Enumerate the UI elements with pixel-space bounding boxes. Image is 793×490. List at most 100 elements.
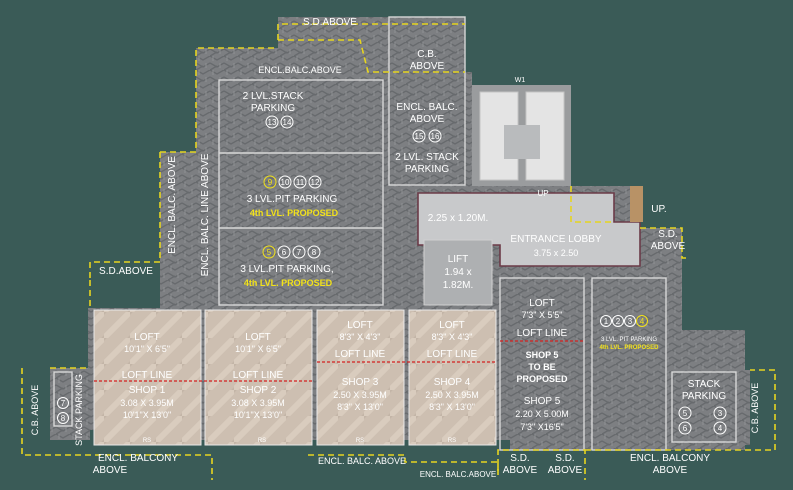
rs-4: RS <box>448 438 456 444</box>
shop1-loft: LOFT <box>134 332 160 343</box>
stack-slot-13: 13 <box>268 118 277 127</box>
right-stack-slot-5: 5 <box>683 409 688 418</box>
shop5-loft-line: LOFT LINE <box>517 328 568 339</box>
pit2-proposed: 4th LVL. PROPOSED <box>244 278 333 288</box>
shop2-name: SHOP 2 <box>240 385 277 396</box>
shop1-name: SHOP 1 <box>129 385 166 396</box>
pit1-slot-9: 9 <box>268 178 273 187</box>
cb-above-right: C.B. ABOVE <box>750 383 760 434</box>
sd-above-top: S.D.ABOVE <box>303 17 357 28</box>
shop1-loft-line: LOFT LINE <box>122 370 173 381</box>
entrance-lobby: 2.25 x 1.20M. ENTRANCE LOBBY 3.75 x 2.50… <box>417 186 667 267</box>
sd-above-left: S.D.ABOVE <box>99 266 153 277</box>
pit1-slot-12: 12 <box>311 178 320 187</box>
lift-dim1: 1.94 x <box>444 267 471 278</box>
cb-above-top-1: C.B. <box>417 49 436 60</box>
sd-bottom-1a: S.D. <box>510 453 529 464</box>
pit3-slot-3: 3 <box>628 317 633 326</box>
shop2-loft-line: LOFT LINE <box>233 370 284 381</box>
shop1-dim-m: 3.08 X 3.95M <box>120 398 174 408</box>
shop4-loft-dim: 8'3" X 4'3" <box>432 332 473 342</box>
encl-balc-above-vertical: ENCL. BALC. ABOVE <box>167 156 178 254</box>
up-large: UP. <box>651 204 666 215</box>
lift-dim2: 1.82M. <box>443 280 474 291</box>
left-stack-slot-7: 7 <box>61 399 66 408</box>
pit3-proposed: 4th LVL. PROPOSED <box>600 345 660 351</box>
right-stack-slot-6: 6 <box>683 424 688 433</box>
stack-slot-14: 14 <box>283 118 292 127</box>
shop2-loft-dim: 10'1" X 6'5" <box>235 344 281 354</box>
left-stack-slot-8: 8 <box>61 414 66 423</box>
stack-right-1: 2 LVL. STACK <box>395 152 459 163</box>
rs-3: RS <box>356 438 364 444</box>
pit3-title: 3 LVL. PIT PARKING <box>601 337 657 343</box>
shop5-dim-ft: 7'3" X16'5" <box>520 422 563 432</box>
shop4-name: SHOP 4 <box>434 377 471 388</box>
stack-slot-16: 16 <box>431 132 440 141</box>
right-stack-slot-3: 3 <box>718 409 723 418</box>
right-stack-1: STACK <box>688 379 721 390</box>
upper-parking: ENCL.BALC.ABOVE 2 LVL.STACK PARKING 13 1… <box>240 49 459 288</box>
lift: LIFT 1.94 x 1.82M. <box>423 239 493 306</box>
shop5-proposed-2: TO BE <box>528 362 555 372</box>
right-stack-slot-4: 4 <box>718 424 723 433</box>
pit2-slot-8: 8 <box>312 248 317 257</box>
up-small: UP <box>537 189 548 198</box>
sd-bottom-2b: ABOVE <box>548 465 583 476</box>
rs-1: RS <box>143 438 151 444</box>
stack2-title: 2 LVL.STACK <box>243 91 304 102</box>
pit3-slot-icons <box>600 315 648 327</box>
shop5-loft: LOFT <box>529 298 555 309</box>
encl-balcony-bottom-right-2: ABOVE <box>653 465 688 476</box>
pit2-slot-5: 5 <box>267 248 272 257</box>
shop1-dim-ft: 10'1"X 13'0" <box>123 410 171 420</box>
pit2-slot-6: 6 <box>282 248 287 257</box>
shop4-dim-m: 2.50 X 3.95M <box>425 390 479 400</box>
pit3-slot-1: 1 <box>604 317 609 326</box>
shop5-proposed-3: PROPOSED <box>516 374 568 384</box>
stack-parking-left: 7 8 STACK PARKING C.B. ABOVE <box>30 371 84 446</box>
shop3-dim-ft: 8'3" X 13'0" <box>337 402 383 412</box>
pit2-title: 3 LVL.PIT PARKING, <box>240 264 333 275</box>
sd-bottom-1b: ABOVE <box>503 465 538 476</box>
w1-label: W1 <box>515 77 526 84</box>
left-stack-label: STACK PARKING <box>74 374 84 446</box>
shop2-loft: LOFT <box>245 332 271 343</box>
pit1-proposed: 4th LVL. PROPOSED <box>250 208 339 218</box>
shop3-dim-m: 2.50 X 3.95M <box>333 390 387 400</box>
shop5-name: SHOP 5 <box>524 396 561 407</box>
encl-balc-bottom-small: ENCL. BALC.ABOVE <box>420 470 496 479</box>
shop5-dim-m: 2.20 X 5.00M <box>515 409 569 419</box>
shop3-loft: LOFT <box>347 320 373 331</box>
stack2-sub: PARKING <box>251 103 295 114</box>
sd-above-right-2: ABOVE <box>651 241 686 252</box>
lobby-dim: 2.25 x 1.20M. <box>428 213 489 224</box>
shop3-loft-line: LOFT LINE <box>335 349 386 360</box>
shops: LOFT 10'1" X 6'5" LOFT LINE SHOP 1 3.08 … <box>93 309 497 446</box>
shop3-loft-dim: 8'3" X 4'3" <box>340 332 381 342</box>
encl-balc-above-top: ENCL.BALC.ABOVE <box>258 65 342 75</box>
shop3-name: SHOP 3 <box>342 377 379 388</box>
encl-balcony-bottom-left-2: ABOVE <box>93 465 128 476</box>
sd-bottom-2a: S.D. <box>555 453 574 464</box>
cb-above-top-2: ABOVE <box>410 61 445 72</box>
cb-above-left: C.B. ABOVE <box>30 385 40 436</box>
pit1-slot-10: 10 <box>281 178 290 187</box>
stack-parking-right: STACK PARKING 5 3 6 4 <box>671 371 737 443</box>
outer-labels: S.D.ABOVE S.D.ABOVE ENCL. BALC. LINE ABO… <box>93 17 760 479</box>
lift-title: LIFT <box>448 254 469 265</box>
pit1-slot-11: 11 <box>296 178 305 187</box>
shop4-dim-ft: 8'3" X 13'0" <box>429 402 475 412</box>
dashed-outlines <box>21 23 776 480</box>
pit3-slot-4: 4 <box>640 317 645 326</box>
shop5: LOFT 7'3" X 5'5" LOFT LINE SHOP 5 TO BE … <box>499 277 585 451</box>
pit1-title: 3 LVL.PIT PARKING <box>247 194 338 205</box>
stack-right-2: PARKING <box>405 164 449 175</box>
pit3-slot-2: 2 <box>616 317 621 326</box>
shop1-loft-dim: 10'1" X 6'5" <box>124 344 170 354</box>
entrance-lobby-label: ENTRANCE LOBBY <box>510 234 601 245</box>
shop2-dim-ft: 10'1"X 13'0" <box>234 410 282 420</box>
shop5-loft-dim: 7'3" X 5'5" <box>522 310 563 320</box>
sd-above-right-1: S.D. <box>658 229 677 240</box>
